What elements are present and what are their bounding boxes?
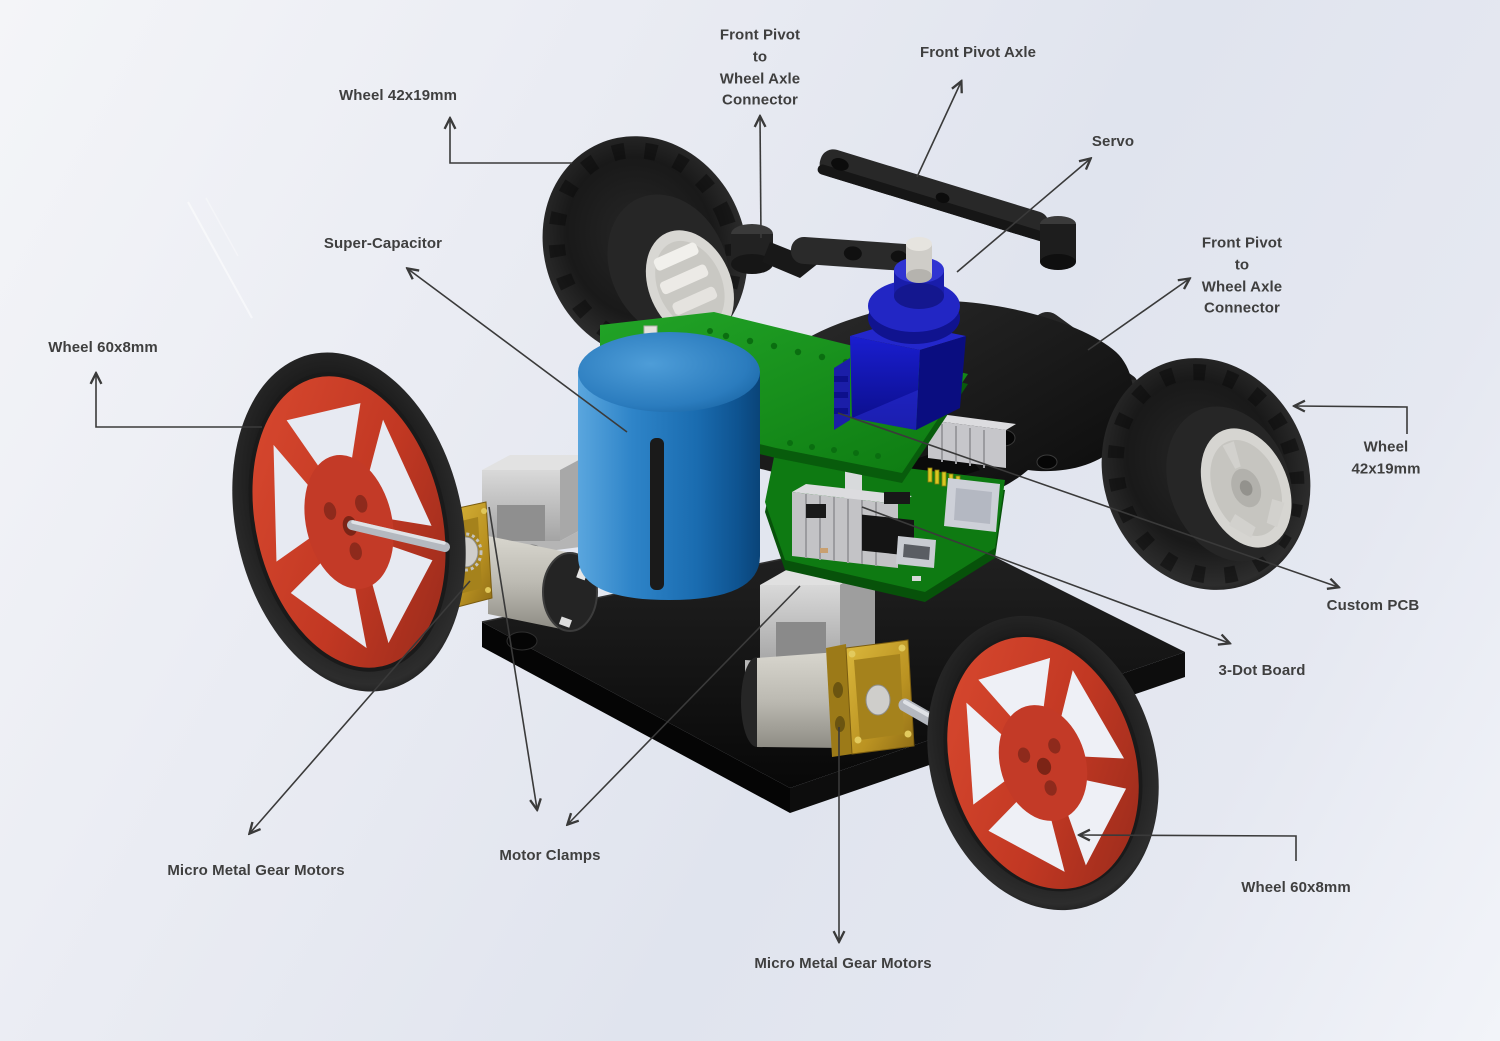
leader-three-dot-board: [861, 506, 1229, 643]
leader-front-pivot-axle: [916, 82, 961, 178]
leader-motor-clamps-b: [568, 585, 801, 824]
leader-wheel-60-right: [1080, 835, 1297, 861]
leader-wheel-42-top: [450, 119, 572, 164]
front-pivot-wheel-axle-connector-left: [731, 224, 923, 278]
leader-wheel-42-right: [1295, 406, 1408, 434]
wheel-60x8-rear-right: [927, 615, 1159, 911]
leader-wheel-60-left: [96, 374, 262, 428]
super-capacitor: [578, 325, 760, 600]
wheel-42x19-front-right: [1101, 358, 1311, 590]
gear-motor-front: [741, 639, 952, 757]
three-dot-board: [765, 414, 1016, 602]
leader-micro-motors-left: [250, 580, 471, 833]
background-reflection-streaks: [187, 197, 253, 319]
wheel-60x8-rear-left: [232, 352, 466, 692]
front-pivot-axle: [817, 149, 1076, 270]
leader-super-capacitor: [408, 269, 628, 433]
servo: [834, 237, 966, 430]
leader-front-pivot-connector-right: [1087, 279, 1189, 351]
leader-servo: [956, 159, 1090, 273]
leader-motor-clamps-a: [488, 506, 537, 809]
leader-lines: [96, 82, 1408, 941]
leader-front-pivot-connector-top: [760, 117, 761, 239]
leader-custom-pcb: [837, 412, 1338, 587]
motor-shaft-left: [347, 520, 450, 552]
